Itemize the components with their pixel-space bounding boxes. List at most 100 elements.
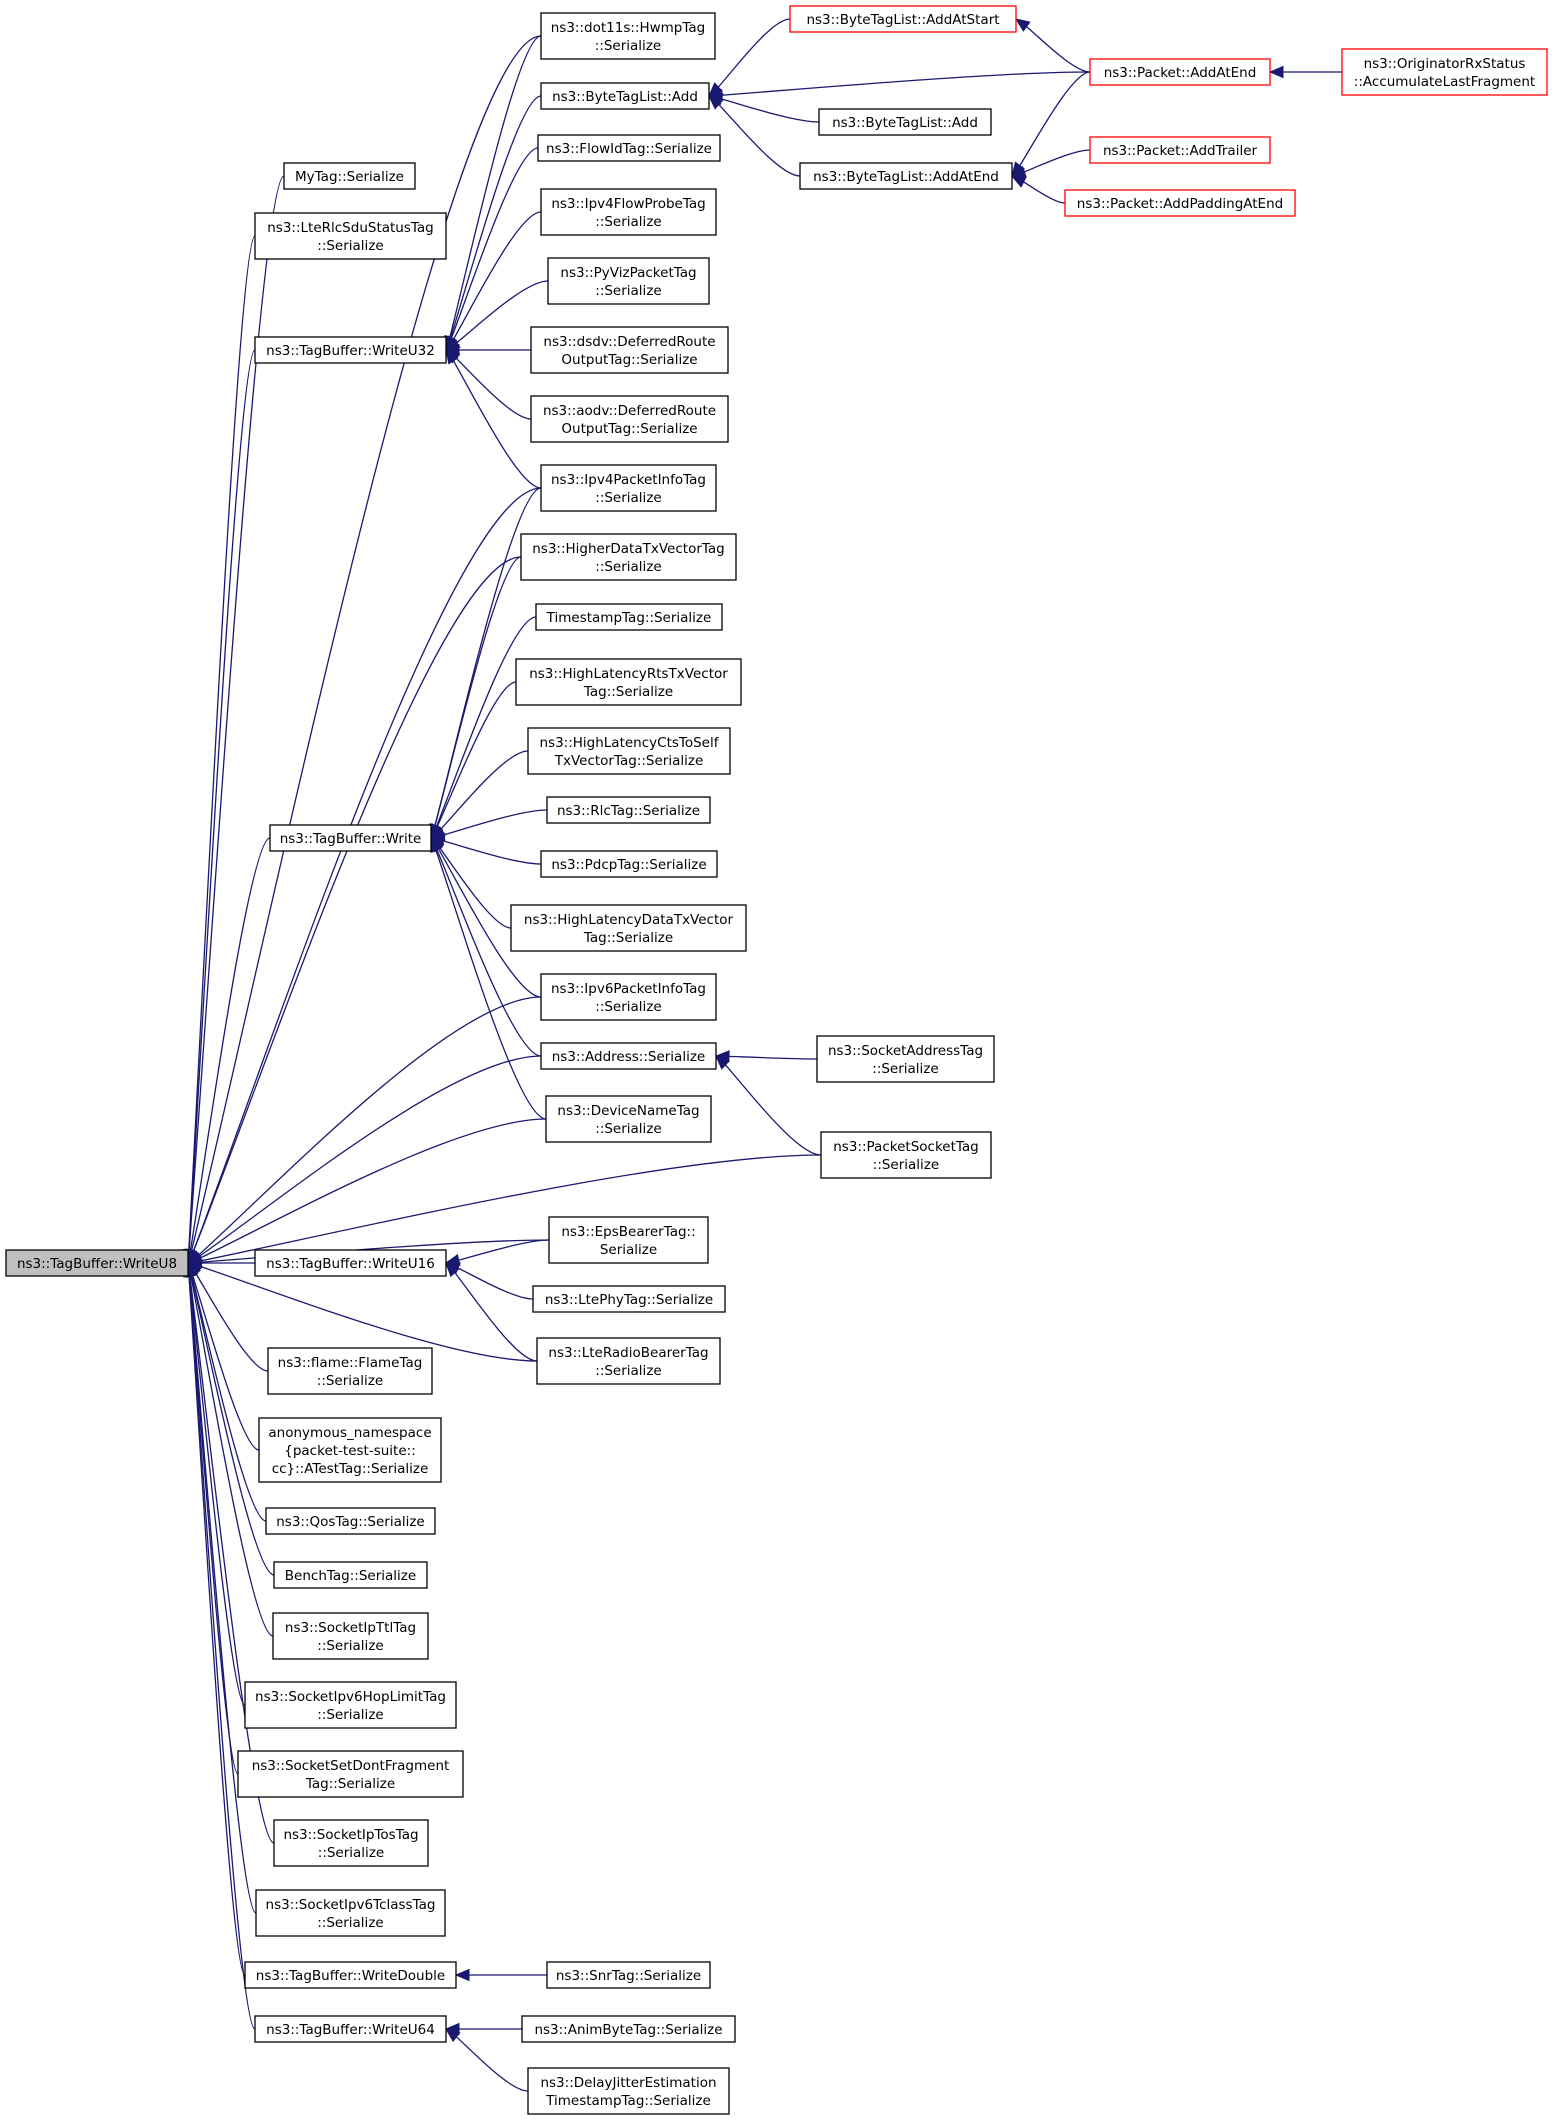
node-box[interactable]: [273, 1819, 429, 1867]
node-box[interactable]: [272, 1612, 429, 1660]
node-box[interactable]: [510, 904, 747, 952]
node-ns3-flowidtag-serialize[interactable]: ns3::FlowIdTag::Serialize: [537, 134, 721, 162]
node-ns3-originatorrxstatus-accumulatelastfragment[interactable]: ns3::OriginatorRxStatus::AccumulateLastF…: [1341, 48, 1548, 96]
node-ns3-address-serialize[interactable]: ns3::Address::Serialize: [540, 1042, 717, 1070]
node-box[interactable]: [548, 1216, 709, 1264]
node-ns3-bytetaglist-add[interactable]: ns3::ByteTagList::Add: [818, 108, 992, 136]
node-ns3-pdcptag-serialize[interactable]: ns3::PdcpTag::Serialize: [540, 850, 718, 878]
node-box[interactable]: [816, 1035, 995, 1083]
node-ns3-socketipv6hoplimittag-serialize[interactable]: ns3::SocketIpv6HopLimitTag::Serialize: [244, 1681, 457, 1729]
node-box[interactable]: [540, 1042, 717, 1070]
node-ns3-ipv4packetinfotag-serialize[interactable]: ns3::Ipv4PacketInfoTag::Serialize: [540, 464, 717, 512]
node-ns3-flame-flametag-serialize[interactable]: ns3::flame::FlameTag::Serialize: [267, 1347, 433, 1395]
node-box[interactable]: [1089, 58, 1271, 86]
node-box[interactable]: [546, 796, 711, 824]
node-box[interactable]: [283, 162, 416, 190]
node-box[interactable]: [818, 108, 992, 136]
node-ns3-ltephytag-serialize[interactable]: ns3::LtePhyTag::Serialize: [532, 1285, 726, 1313]
node-ns3-packet-addtrailer[interactable]: ns3::Packet::AddTrailer: [1089, 136, 1271, 164]
node-box[interactable]: [273, 1561, 428, 1589]
node-box[interactable]: [545, 1095, 712, 1143]
node-ns3-dot11s-hwmptag-serialize[interactable]: ns3::dot11s::HwmpTag::Serialize: [540, 12, 716, 60]
node-box[interactable]: [820, 1131, 992, 1179]
node-ns3-higherdatatxvectortag-serialize[interactable]: ns3::HigherDataTxVectorTag::Serialize: [520, 533, 737, 581]
node-box[interactable]: [254, 336, 447, 364]
node-ns3-qostag-serialize[interactable]: ns3::QosTag::Serialize: [265, 1507, 436, 1535]
node-ns3-tagbuffer-write[interactable]: ns3::TagBuffer::Write: [269, 824, 432, 852]
node-box[interactable]: [540, 850, 718, 878]
node-box[interactable]: [527, 727, 731, 775]
node-benchtag-serialize[interactable]: BenchTag::Serialize: [273, 1561, 428, 1589]
node-ns3-tagbuffer-writeu64[interactable]: ns3::TagBuffer::WriteU64: [254, 2015, 447, 2043]
node-ns3-bytetaglist-add[interactable]: ns3::ByteTagList::Add: [540, 82, 710, 110]
node-ns3-highlatencydatatxvector-tag-serialize[interactable]: ns3::HighLatencyDataTxVectorTag::Seriali…: [510, 904, 747, 952]
node-box[interactable]: [244, 1961, 457, 1989]
node-box[interactable]: [1064, 189, 1296, 217]
node-box[interactable]: [540, 12, 716, 60]
node-box[interactable]: [540, 973, 717, 1021]
node-box[interactable]: [254, 212, 447, 260]
node-ns3-packet-addatend[interactable]: ns3::Packet::AddAtEnd: [1089, 58, 1271, 86]
node-ns3-ipv4flowprobetag-serialize[interactable]: ns3::Ipv4FlowProbeTag::Serialize: [540, 188, 717, 236]
node-box[interactable]: [547, 257, 710, 305]
node-ns3-delayjitterestimation-timestamptag-serialize[interactable]: ns3::DelayJitterEstimationTimestampTag::…: [527, 2067, 730, 2115]
node-box[interactable]: [536, 1337, 721, 1385]
node-box[interactable]: [799, 162, 1013, 190]
node-box[interactable]: [255, 1889, 446, 1937]
node-box[interactable]: [1089, 136, 1271, 164]
node-ns3-epsbearertag-serialize[interactable]: ns3::EpsBearerTag::Serialize: [548, 1216, 709, 1264]
node-ns3-highlatencyctstoself-txvectortag-serialize[interactable]: ns3::HighLatencyCtsToSelfTxVectorTag::Se…: [527, 727, 731, 775]
node-box[interactable]: [258, 1417, 442, 1483]
node-ns3-highlatencyrtstxvector-tag-serialize[interactable]: ns3::HighLatencyRtsTxVectorTag::Serializ…: [515, 658, 742, 706]
node-box[interactable]: [265, 1507, 436, 1535]
node-ns3-rlctag-serialize[interactable]: ns3::RlcTag::Serialize: [546, 796, 711, 824]
node-ns3-socketipv6tclasstag-serialize[interactable]: ns3::SocketIpv6TclassTag::Serialize: [255, 1889, 446, 1937]
node-box[interactable]: [269, 824, 432, 852]
node-box[interactable]: [789, 5, 1017, 33]
node-ns3-packetsockettag-serialize[interactable]: ns3::PacketSocketTag::Serialize: [820, 1131, 992, 1179]
node-ns3-socketaddresstag-serialize[interactable]: ns3::SocketAddressTag::Serialize: [816, 1035, 995, 1083]
node-ns3-socketiptostag-serialize[interactable]: ns3::SocketIpTosTag::Serialize: [273, 1819, 429, 1867]
node-box[interactable]: [537, 134, 721, 162]
node-ns3-tagbuffer-writedouble[interactable]: ns3::TagBuffer::WriteDouble: [244, 1961, 457, 1989]
node-box[interactable]: [521, 2015, 736, 2043]
node-anonymous-namespace-packet-test-suite-cc-atesttag-serialize[interactable]: anonymous_namespace{packet-test-suite::c…: [258, 1417, 442, 1483]
node-ns3-tagbuffer-writeu16[interactable]: ns3::TagBuffer::WriteU16: [254, 1249, 447, 1277]
node-ns3-pyvizpackettag-serialize[interactable]: ns3::PyVizPacketTag::Serialize: [547, 257, 710, 305]
node-box[interactable]: [515, 658, 742, 706]
node-ns3-ipv6packetinfotag-serialize[interactable]: ns3::Ipv6PacketInfoTag::Serialize: [540, 973, 717, 1021]
node-timestamptag-serialize[interactable]: TimestampTag::Serialize: [535, 603, 723, 631]
node-ns3-bytetaglist-addatend[interactable]: ns3::ByteTagList::AddAtEnd: [799, 162, 1013, 190]
node-box[interactable]: [520, 533, 737, 581]
node-box[interactable]: [527, 2067, 730, 2115]
node-mytag-serialize[interactable]: MyTag::Serialize: [283, 162, 416, 190]
node-box[interactable]: [5, 1249, 189, 1277]
node-box[interactable]: [532, 1285, 726, 1313]
node-ns3-lteradiobearertag-serialize[interactable]: ns3::LteRadioBearerTag::Serialize: [536, 1337, 721, 1385]
node-ns3-devicenametag-serialize[interactable]: ns3::DeviceNameTag::Serialize: [545, 1095, 712, 1143]
node-ns3-socketipttltag-serialize[interactable]: ns3::SocketIpTtlTag::Serialize: [272, 1612, 429, 1660]
node-ns3-dsdv-deferredroute-outputtag-serialize[interactable]: ns3::dsdv::DeferredRouteOutputTag::Seria…: [530, 326, 729, 374]
node-ns3-tagbuffer-writeu8[interactable]: ns3::TagBuffer::WriteU8: [5, 1249, 189, 1277]
node-box[interactable]: [540, 82, 710, 110]
node-box[interactable]: [530, 326, 729, 374]
node-box[interactable]: [546, 1961, 711, 1989]
node-box[interactable]: [267, 1347, 433, 1395]
node-ns3-tagbuffer-writeu32[interactable]: ns3::TagBuffer::WriteU32: [254, 336, 447, 364]
node-box[interactable]: [244, 1681, 457, 1729]
node-ns3-lterlcsdustatustag-serialize[interactable]: ns3::LteRlcSduStatusTag::Serialize: [254, 212, 447, 260]
node-box[interactable]: [540, 464, 717, 512]
node-box[interactable]: [237, 1750, 464, 1798]
node-ns3-packet-addpaddingatend[interactable]: ns3::Packet::AddPaddingAtEnd: [1064, 189, 1296, 217]
node-box[interactable]: [254, 2015, 447, 2043]
node-box[interactable]: [535, 603, 723, 631]
node-ns3-bytetaglist-addatstart[interactable]: ns3::ByteTagList::AddAtStart: [789, 5, 1017, 33]
node-ns3-aodv-deferredroute-outputtag-serialize[interactable]: ns3::aodv::DeferredRouteOutputTag::Seria…: [530, 395, 729, 443]
node-box[interactable]: [254, 1249, 447, 1277]
node-box[interactable]: [530, 395, 729, 443]
node-box[interactable]: [540, 188, 717, 236]
node-box[interactable]: [1341, 48, 1548, 96]
node-ns3-animbytetag-serialize[interactable]: ns3::AnimByteTag::Serialize: [521, 2015, 736, 2043]
node-ns3-snrtag-serialize[interactable]: ns3::SnrTag::Serialize: [546, 1961, 711, 1989]
